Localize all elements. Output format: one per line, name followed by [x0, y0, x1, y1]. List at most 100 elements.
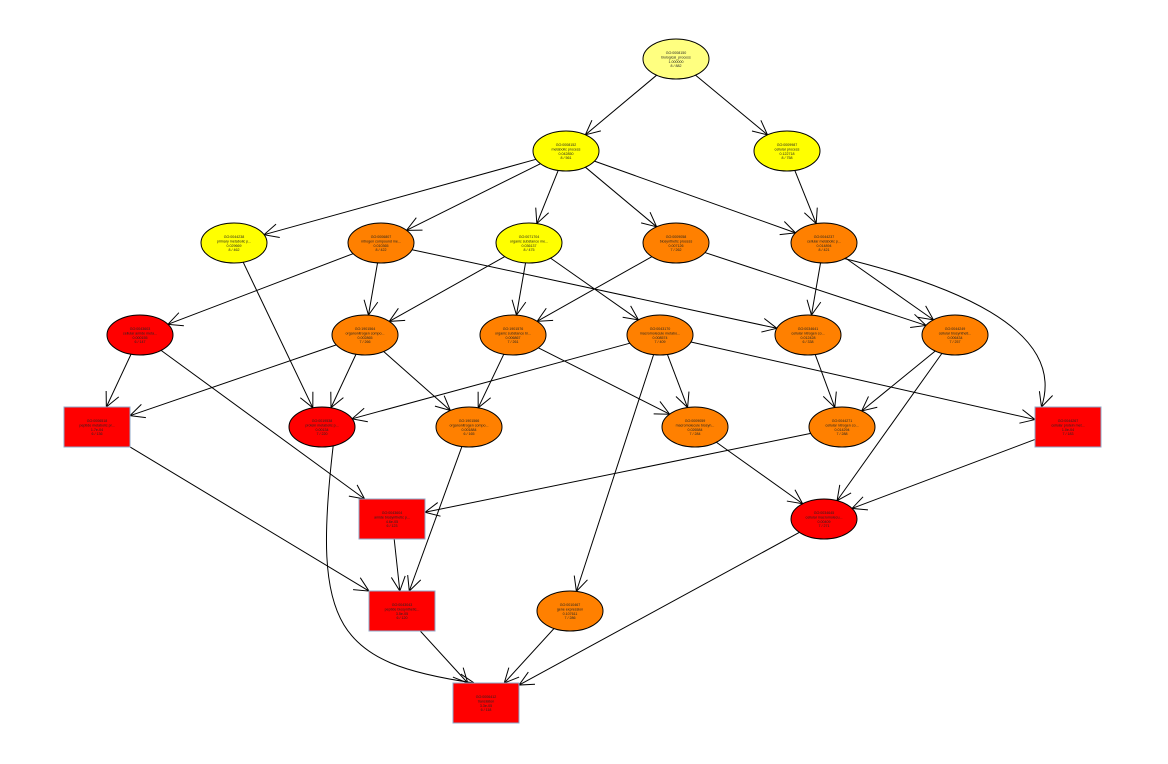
- node-term-name: peptide metabolic pr...: [79, 423, 114, 427]
- node-score: 0.001884: [462, 428, 477, 432]
- node-count: 6 / 123: [387, 524, 398, 528]
- node-term-name: cellular nitrogen co...: [791, 331, 824, 335]
- edge-line: [367, 262, 379, 316]
- edge: [860, 350, 936, 412]
- edge: [262, 158, 537, 239]
- edge-line: [383, 351, 451, 411]
- node-ellipse: [790, 222, 858, 264]
- edge: [242, 261, 314, 409]
- node-count: 7 / 286: [565, 616, 576, 620]
- node-go-id: GO:0006807: [371, 235, 392, 239]
- edge: [390, 538, 406, 593]
- node-count: 7 / 262: [671, 248, 682, 252]
- edge-line: [695, 74, 768, 136]
- edge-line: [690, 341, 1036, 421]
- node-box: [358, 498, 426, 540]
- edge: [814, 354, 837, 409]
- edge: [363, 262, 379, 317]
- node-count: 8 / 475: [524, 248, 535, 252]
- edge: [350, 342, 631, 423]
- node-term-name: cellular biosyntheti...: [939, 331, 972, 335]
- edge-line: [585, 74, 657, 136]
- node-score: 0.026584: [688, 428, 703, 432]
- node-ellipse: [626, 314, 694, 356]
- node-term-name: macromolecule metabo...: [640, 331, 680, 335]
- node-ellipse: [479, 314, 547, 356]
- edge-line: [810, 262, 822, 316]
- node-ellipse: [288, 406, 356, 448]
- node-ellipse: [661, 406, 729, 448]
- edge-line: [503, 628, 555, 684]
- edges-layer: [105, 74, 1053, 689]
- node-score: 1.7e-04: [91, 428, 103, 432]
- node-count: 8 / 882: [671, 64, 682, 68]
- node-term-name: cellular nitrogen co...: [825, 423, 858, 427]
- edge-line: [851, 438, 1036, 509]
- node-term-name: protein metabolic p...: [305, 423, 338, 427]
- node-score: 4.6e-05: [386, 520, 398, 524]
- node-go-id: GO:0009059: [685, 419, 706, 423]
- node-ellipse: [532, 130, 600, 172]
- edge-line: [518, 531, 800, 686]
- node-score: 0.042850: [559, 152, 574, 156]
- node-score: 0.010365: [374, 244, 389, 248]
- edge: [419, 630, 469, 684]
- node-ellipse: [642, 222, 710, 264]
- node-go-id: GO:0006412: [476, 695, 497, 699]
- edge-line: [666, 354, 689, 408]
- node-go-id: GO:0043604: [382, 511, 403, 515]
- edge-line: [585, 166, 657, 228]
- node-count: 7 / 288: [837, 432, 848, 436]
- node-count: 6 / 165: [464, 432, 475, 436]
- node-count: 7 / 261: [508, 340, 519, 344]
- edge: [850, 438, 1036, 511]
- arrowhead-icon: [388, 308, 406, 322]
- edge-line: [393, 538, 401, 592]
- edge: [105, 354, 132, 409]
- node-count: 8 / 422: [376, 248, 387, 252]
- edge-line: [424, 432, 811, 513]
- node-term-name: cellular metabolic p...: [807, 239, 841, 243]
- node-count: 8 / 462: [229, 248, 240, 252]
- node-go-id: GO:0010467: [560, 603, 581, 607]
- node-ellipse: [200, 222, 268, 264]
- edge: [845, 257, 935, 321]
- edge: [423, 432, 811, 517]
- node-go-id: GO:0043170: [650, 327, 671, 331]
- edge-line: [129, 344, 337, 417]
- edge-line: [408, 446, 463, 592]
- node-score: 0.000155: [133, 336, 148, 340]
- edge: [594, 160, 797, 236]
- node-count: 6 / 136: [92, 432, 103, 436]
- edge-line: [325, 445, 475, 684]
- node-count: 7 / 266: [360, 340, 371, 344]
- node-term-name: biosynthetic process: [660, 239, 693, 243]
- node-term-name: primary metabolic p...: [217, 239, 251, 243]
- node-score: 0.002865: [358, 336, 373, 340]
